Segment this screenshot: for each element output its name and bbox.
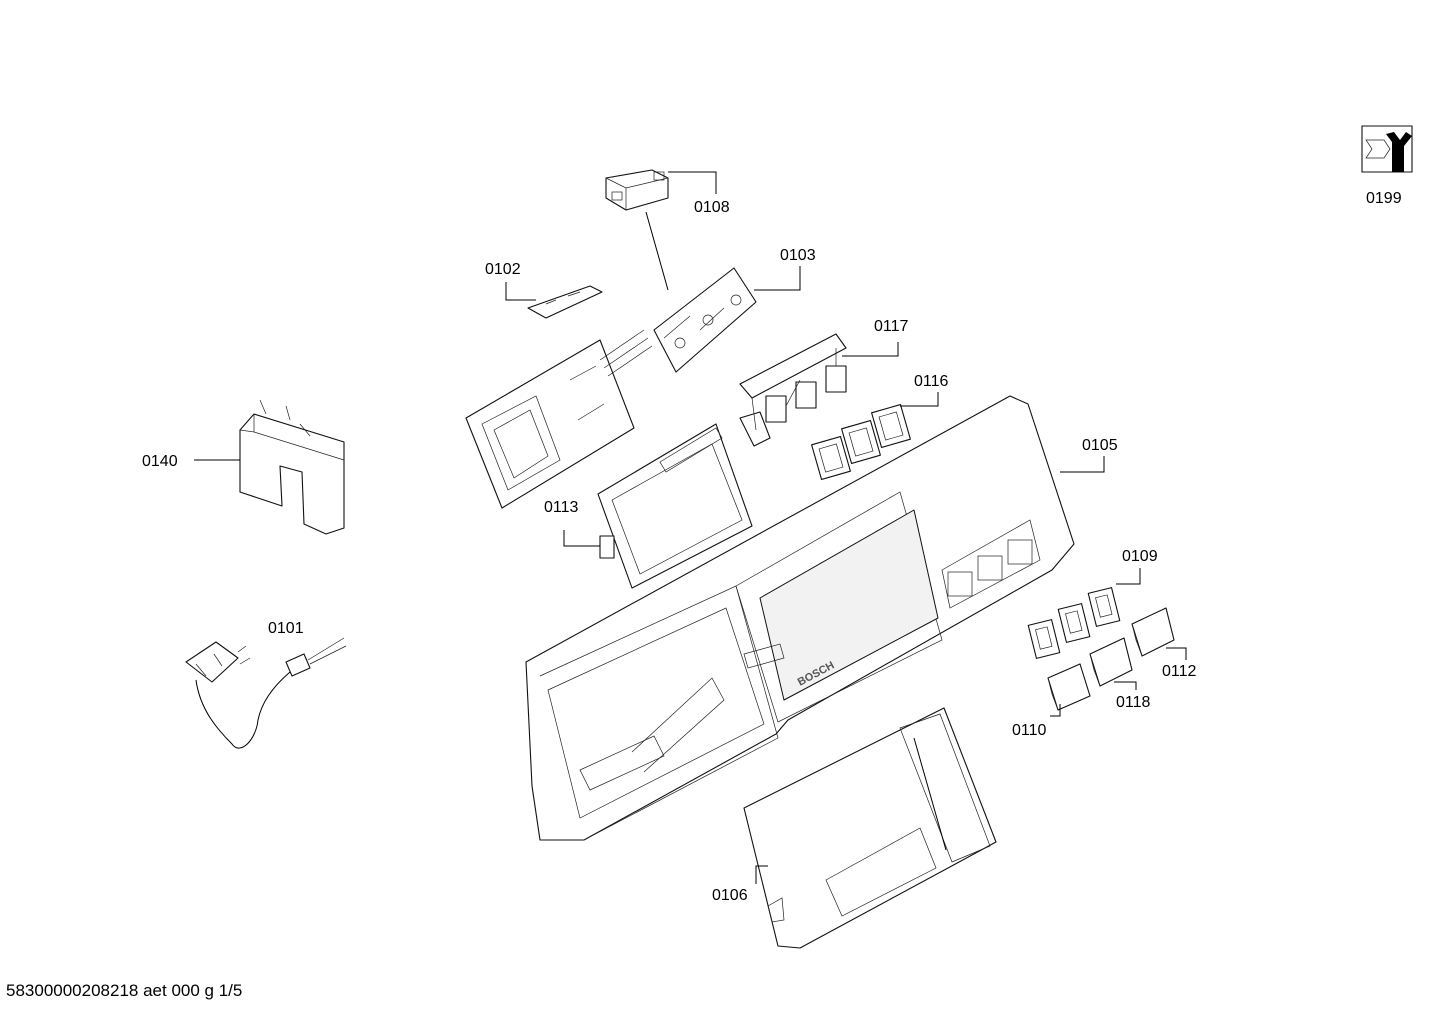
part-0102-clip xyxy=(527,285,603,319)
part-label-0118: 0118 xyxy=(1116,694,1151,711)
part-0103-board xyxy=(653,267,757,373)
part-0108-module xyxy=(605,169,669,291)
part-0110-button-cap xyxy=(1047,663,1091,711)
part-0117-switch-holder xyxy=(739,333,847,447)
part-label-0102: 0102 xyxy=(485,261,521,278)
part-main-board xyxy=(465,329,653,509)
part-label-0106: 0106 xyxy=(712,887,748,904)
part-0113-display-frame xyxy=(597,423,753,589)
part-label-0199: 0199 xyxy=(1366,190,1402,207)
part-label-0112: 0112 xyxy=(1162,663,1197,680)
part-label-0108: 0108 xyxy=(694,199,730,216)
part-label-0113: 0113 xyxy=(544,499,579,516)
part-label-0140: 0140 xyxy=(142,453,178,470)
part-0112-button-cap xyxy=(1131,607,1175,657)
part-0118-button-cap xyxy=(1089,637,1133,687)
part-0140-filter-box xyxy=(239,399,345,535)
part-label-0117: 0117 xyxy=(874,318,909,335)
part-0101-power-cord xyxy=(185,637,347,749)
part-label-0101: 0101 xyxy=(268,620,304,637)
part-label-0110: 0110 xyxy=(1012,722,1047,739)
part-label-0109: 0109 xyxy=(1122,548,1158,565)
part-label-0105: 0105 xyxy=(1082,437,1118,454)
part-0106-dispenser-drawer xyxy=(743,707,997,949)
part-0109-button-frames xyxy=(1027,587,1121,659)
wrench-icon xyxy=(1361,125,1413,173)
part-label-0116: 0116 xyxy=(914,373,949,390)
part-0116-button-frames xyxy=(811,404,911,480)
part-0105-control-panel: BOSCH xyxy=(525,395,1075,841)
part-label-0103: 0103 xyxy=(780,247,816,264)
document-reference: 58300000208218 aet 000 g 1/5 xyxy=(6,981,243,1000)
